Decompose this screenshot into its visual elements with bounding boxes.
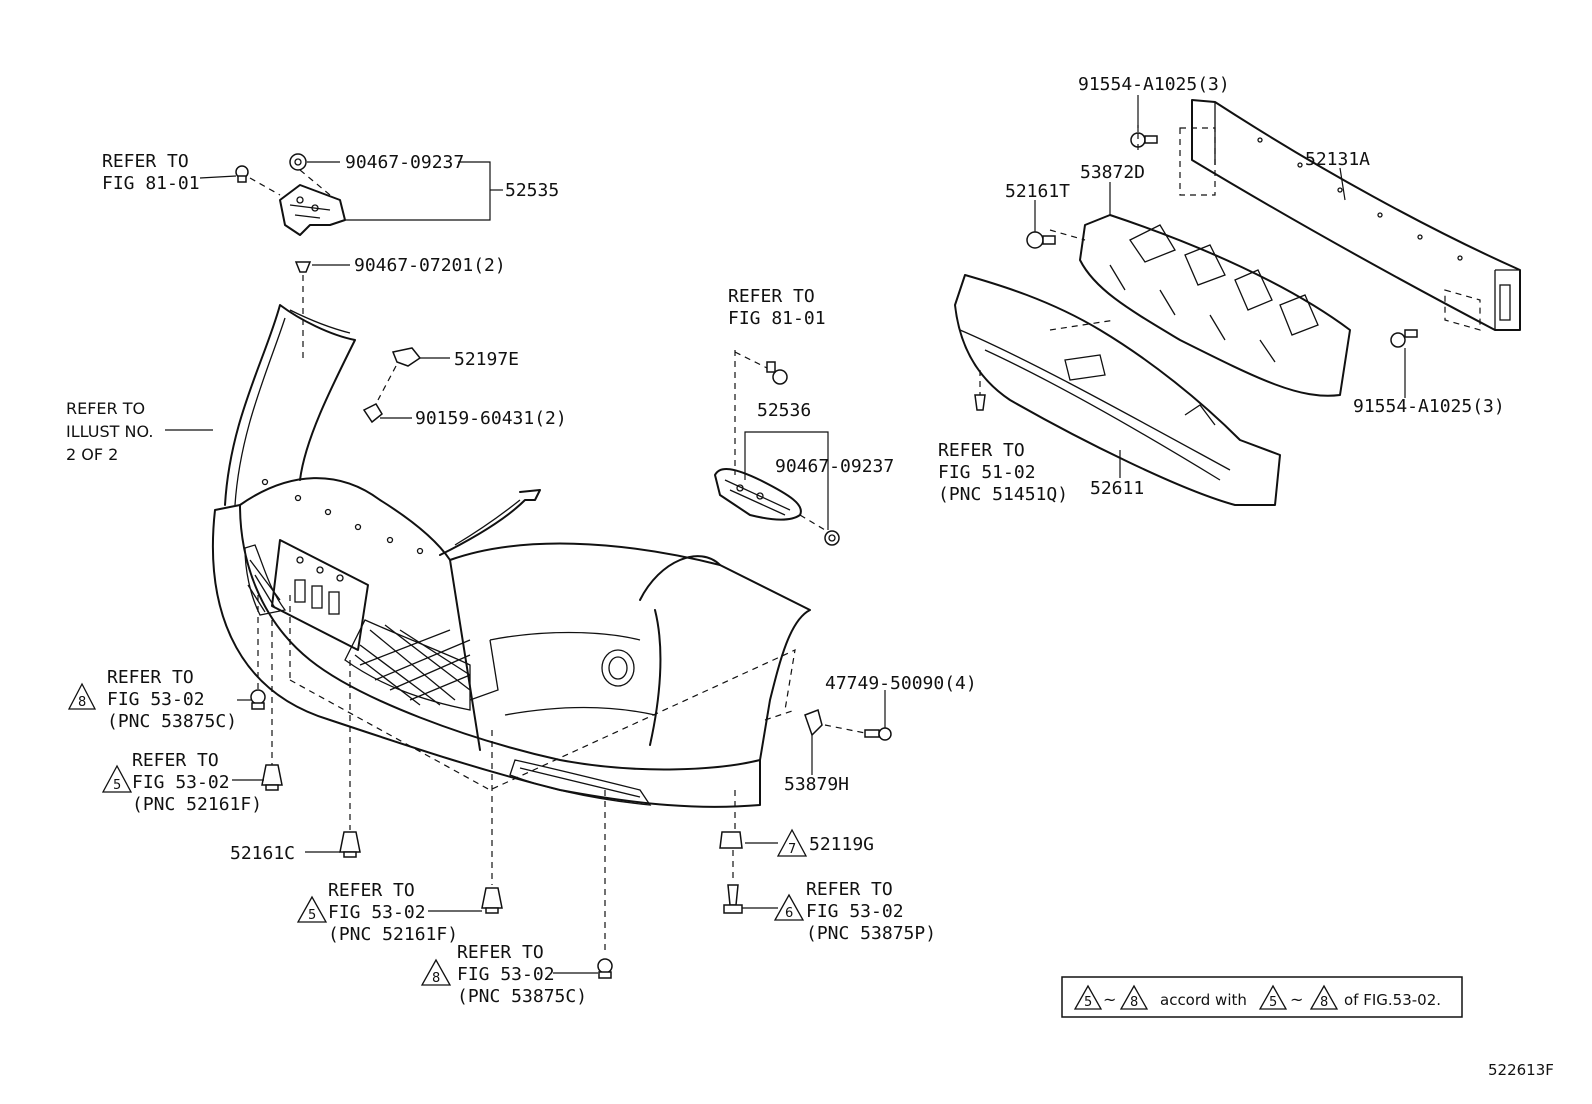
part-number-label: 90467-07201(2) xyxy=(354,255,506,276)
fig-ref-label: FIG 53-02 xyxy=(457,964,555,985)
tilde-text: ~ xyxy=(1103,990,1116,1009)
warning-triangle-icon: 8 xyxy=(67,682,97,710)
svg-text:5: 5 xyxy=(1269,995,1277,1010)
refer-to-label: REFER TO xyxy=(66,399,145,418)
warning-triangle-icon: 8 xyxy=(1119,984,1149,1010)
warning-triangle-icon: 8 xyxy=(1309,984,1339,1010)
svg-text:8: 8 xyxy=(432,971,440,986)
clip-icon xyxy=(597,958,613,979)
warning-triangle-icon: 5 xyxy=(1073,984,1103,1010)
screw-icon xyxy=(864,727,892,741)
part-number-label: 52536 xyxy=(757,400,811,421)
warning-triangle-icon: 6 xyxy=(773,893,805,921)
pnc-ref-label: (PNC 52161F) xyxy=(132,794,262,815)
clip-icon xyxy=(974,394,986,411)
svg-text:5: 5 xyxy=(308,908,316,923)
part-number-label: 91554-A1025(3) xyxy=(1353,396,1505,417)
diagram-id: 522613F xyxy=(1488,1061,1554,1079)
part-number-label: 52161C xyxy=(230,843,295,864)
pnc-ref-label: (PNC 51451Q) xyxy=(938,484,1068,505)
illust-ref-label: 2 OF 2 xyxy=(66,445,118,464)
pnc-ref-label: (PNC 53875C) xyxy=(107,711,237,732)
leader-lines xyxy=(165,95,1406,974)
warning-triangle-icon: 5 xyxy=(296,895,328,923)
part-number-label: 91554-A1025(3) xyxy=(1078,74,1230,95)
part-number-label: 52131A xyxy=(1305,149,1370,170)
svg-text:6: 6 xyxy=(785,906,793,921)
callout-labels: REFER TO FIG 81-01 90467-09237 52535 904… xyxy=(66,74,1505,1007)
svg-text:7: 7 xyxy=(788,842,796,857)
warning-triangle-icon: 7 xyxy=(776,828,808,857)
illust-ref-label: ILLUST NO. xyxy=(66,422,153,441)
fasteners-lower xyxy=(257,595,736,955)
refer-to-label: REFER TO xyxy=(132,750,219,771)
pnc-ref-label: (PNC 52161F) xyxy=(328,924,458,945)
part-number-label: 53872D xyxy=(1080,162,1145,183)
bumper-cover-52119 xyxy=(211,304,811,808)
absorber-52611 xyxy=(954,274,1281,506)
warning-triangle-icon: 5 xyxy=(101,764,133,793)
nut-icon xyxy=(824,530,840,546)
bolt-icon xyxy=(766,361,788,385)
note-text: accord with xyxy=(1160,991,1247,1009)
part-number-label: 53879H xyxy=(784,774,849,795)
fig-ref-label: FIG 81-01 xyxy=(728,308,826,329)
svg-text:5: 5 xyxy=(113,778,121,793)
bracket-52536 xyxy=(714,350,826,531)
bolt-icon xyxy=(1130,125,1418,348)
fig-ref-label: FIG 81-01 xyxy=(102,173,200,194)
retainer-52197e xyxy=(377,347,422,401)
clip-icon xyxy=(250,689,266,710)
refer-to-label: REFER TO xyxy=(728,286,815,307)
svg-text:8: 8 xyxy=(1130,995,1138,1010)
svg-text:8: 8 xyxy=(1320,995,1328,1010)
part-number-label: 90467-09237 xyxy=(345,152,464,173)
clip-icon xyxy=(1026,231,1056,249)
triangle-marks: 8 5 5 8 7 6 xyxy=(67,682,808,986)
fig-ref-label: FIG 53-02 xyxy=(107,689,205,710)
fig-ref-label: FIG 51-02 xyxy=(938,462,1036,483)
bracket-52535 xyxy=(249,169,346,236)
part-number-label: 52119G xyxy=(809,834,874,855)
screw-icon xyxy=(362,403,383,424)
refer-to-label: REFER TO xyxy=(806,879,893,900)
refer-to-label: REFER TO xyxy=(328,880,415,901)
pnc-ref-label: (PNC 53875P) xyxy=(806,923,936,944)
refer-to-label: REFER TO xyxy=(457,942,544,963)
nut-52119g xyxy=(719,831,743,849)
fig-ref-label: FIG 53-02 xyxy=(806,901,904,922)
pnc-ref-label: (PNC 53875C) xyxy=(457,986,587,1007)
svg-text:8: 8 xyxy=(78,695,86,710)
part-number-label: 52197E xyxy=(454,349,519,370)
fig-ref-label: FIG 53-02 xyxy=(132,772,230,793)
clip-icon xyxy=(339,831,361,858)
part-number-label: 52535 xyxy=(505,180,559,201)
part-number-label: 90467-09237 xyxy=(775,456,894,477)
nut-icon xyxy=(289,153,307,171)
bolt-icon xyxy=(235,165,249,183)
part-number-label: 47749-50090(4) xyxy=(825,673,977,694)
part-number-label: 90159-60431(2) xyxy=(415,408,567,429)
svg-text:5: 5 xyxy=(1084,995,1092,1010)
fig-ref-label: FIG 53-02 xyxy=(328,902,426,923)
part-number-label: 52611 xyxy=(1090,478,1144,499)
part-number-label: 52161T xyxy=(1005,181,1070,202)
absorber-53872d xyxy=(1049,214,1351,397)
refer-to-label: REFER TO xyxy=(102,151,189,172)
reinforcement-52131a xyxy=(1179,99,1521,331)
retainer-53879h xyxy=(804,709,866,775)
refer-to-label: REFER TO xyxy=(938,440,1025,461)
warning-triangle-icon: 8 xyxy=(420,958,452,986)
clip-icon xyxy=(261,764,283,791)
clip-icon xyxy=(294,261,312,360)
warning-triangle-icon: 5 xyxy=(1258,984,1288,1010)
clip-icon xyxy=(481,887,503,914)
screw-icon xyxy=(723,884,743,914)
note-tail-text: of FIG.53-02. xyxy=(1344,991,1441,1009)
note-box: 5 ~ 8 accord with 5 ~ 8 of FIG.53-02. xyxy=(1061,976,1463,1018)
refer-to-label: REFER TO xyxy=(107,667,194,688)
tilde-text: ~ xyxy=(1290,990,1303,1009)
